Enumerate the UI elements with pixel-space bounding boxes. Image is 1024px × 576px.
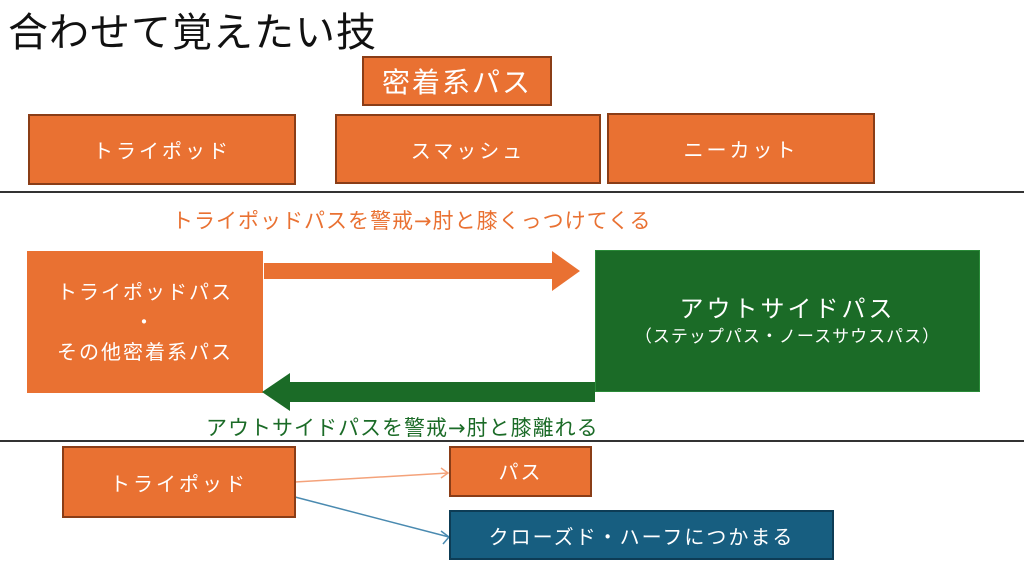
header-badge-label: 密着系パス: [381, 66, 532, 99]
top-box-tripod: トライポッド: [28, 114, 296, 185]
top-box-label: スマッシュ: [410, 138, 526, 163]
top-box-smash: スマッシュ: [335, 114, 601, 184]
right-box-outside-pass: アウトサイドパス （ステップパス・ノースサウスパス）: [595, 250, 980, 392]
forward-label: トライポッドパスを警戒→肘と膝くっつけてくる: [172, 209, 652, 233]
bottom-target-pass: パス: [449, 446, 592, 497]
bottom-target-closed-half: クローズド・ハーフにつかまる: [449, 510, 834, 560]
bottom-source-tripod: トライポッド: [62, 446, 296, 518]
bottom-source-label: トライポッド: [110, 471, 248, 496]
right-box-subtitle: （ステップパス・ノースサウスパス）: [634, 327, 941, 347]
page-title: 合わせて覚えたい技: [8, 10, 377, 56]
connector-to-closed-half: [294, 496, 450, 538]
connector-to-pass-head: [440, 467, 450, 479]
right-box-title: アウトサイドパス: [679, 295, 896, 323]
left-box-line3: その他密着系パス: [57, 340, 233, 364]
forward-arrow: [264, 251, 580, 291]
divider-top: [0, 191, 1024, 193]
divider-bottom: [0, 440, 1024, 442]
connector-to-closed-half-head: [440, 530, 451, 545]
left-box-line1: トライポッドパス: [57, 280, 233, 304]
top-box-kneecut: ニーカット: [607, 113, 875, 184]
bottom-target-label: パス: [498, 460, 543, 484]
back-arrow: [262, 373, 595, 411]
header-badge: 密着系パス: [362, 56, 552, 106]
bottom-target-label: クローズド・ハーフにつかまる: [488, 524, 795, 549]
connector-to-pass: [294, 472, 449, 483]
left-box-line2: ・: [134, 310, 156, 334]
left-box-close-passes: トライポッドパス ・ その他密着系パス: [27, 251, 263, 393]
top-box-label: トライポッド: [93, 139, 231, 163]
back-label: アウトサイドパスを警戒→肘と膝離れる: [206, 416, 599, 440]
top-box-label: ニーカット: [683, 138, 799, 162]
